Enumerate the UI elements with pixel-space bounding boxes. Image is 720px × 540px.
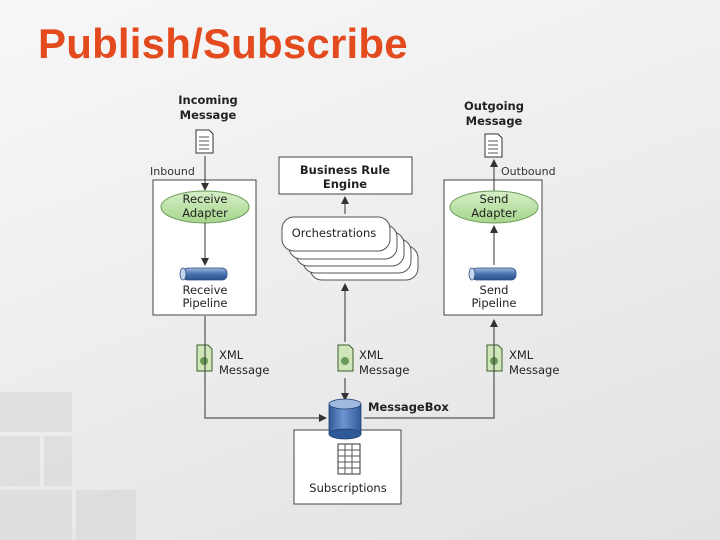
- orchestrations-label: Orchestrations: [292, 226, 377, 240]
- background-tile: [0, 490, 72, 540]
- xml-message-label-center-2: Message: [359, 363, 409, 377]
- outgoing-message-label-2: Message: [466, 114, 523, 128]
- send-pipeline-label-2: Pipeline: [471, 296, 516, 310]
- xml-message-label-center-1: XML: [359, 348, 384, 362]
- outgoing-document-icon: [484, 133, 503, 158]
- incoming-document-icon: [195, 129, 214, 154]
- receive-to-messagebox-arrow: [204, 316, 327, 422]
- outbound-label: Outbound: [501, 165, 556, 178]
- messagebox-label: MessageBox: [368, 400, 449, 414]
- business-rule-engine-box: [278, 156, 413, 195]
- subscriptions-grid-icon: [337, 443, 361, 475]
- inbound-label: Inbound: [150, 165, 195, 178]
- messagebox-database-icon: [328, 398, 362, 440]
- outgoing-message-label-1: Outgoing: [464, 99, 524, 113]
- xml-message-label-left-2: Message: [219, 363, 269, 377]
- send-adapter: [449, 190, 539, 224]
- business-rule-engine-label-1: Business Rule: [300, 163, 390, 177]
- background-tile: [76, 490, 136, 540]
- send-pipeline-icon: [468, 267, 517, 281]
- receive-pipeline-icon: [179, 267, 228, 281]
- business-rule-engine-label-2: Engine: [323, 177, 367, 191]
- xml-document-icon: [337, 344, 354, 372]
- messagebox-to-send-arrow: [364, 319, 498, 419]
- background-tile: [0, 392, 72, 432]
- receive-pipeline-label-2: Pipeline: [182, 296, 227, 310]
- receive-adapter-label-2: Adapter: [182, 206, 228, 220]
- background-tile: [0, 436, 40, 486]
- subscriptions-label: Subscriptions: [309, 481, 386, 495]
- incoming-message-label-1: Incoming: [178, 93, 238, 107]
- slide-title: Publish/Subscribe: [38, 20, 408, 67]
- receive-pipeline-label-1: Receive: [182, 283, 227, 297]
- send-adapter-label-1: Send: [480, 192, 509, 206]
- orchestrations-stack: [281, 216, 419, 281]
- send-adapter-label-2: Adapter: [471, 206, 517, 220]
- xml-message-label-right-1: XML: [509, 348, 534, 362]
- send-pipeline-label-1: Send: [480, 283, 509, 297]
- xml-message-label-right-2: Message: [509, 363, 559, 377]
- xml-message-label-left-1: XML: [219, 348, 244, 362]
- receive-adapter-label-1: Receive: [182, 192, 227, 206]
- incoming-message-label-2: Message: [180, 108, 237, 122]
- background-tile: [44, 436, 72, 486]
